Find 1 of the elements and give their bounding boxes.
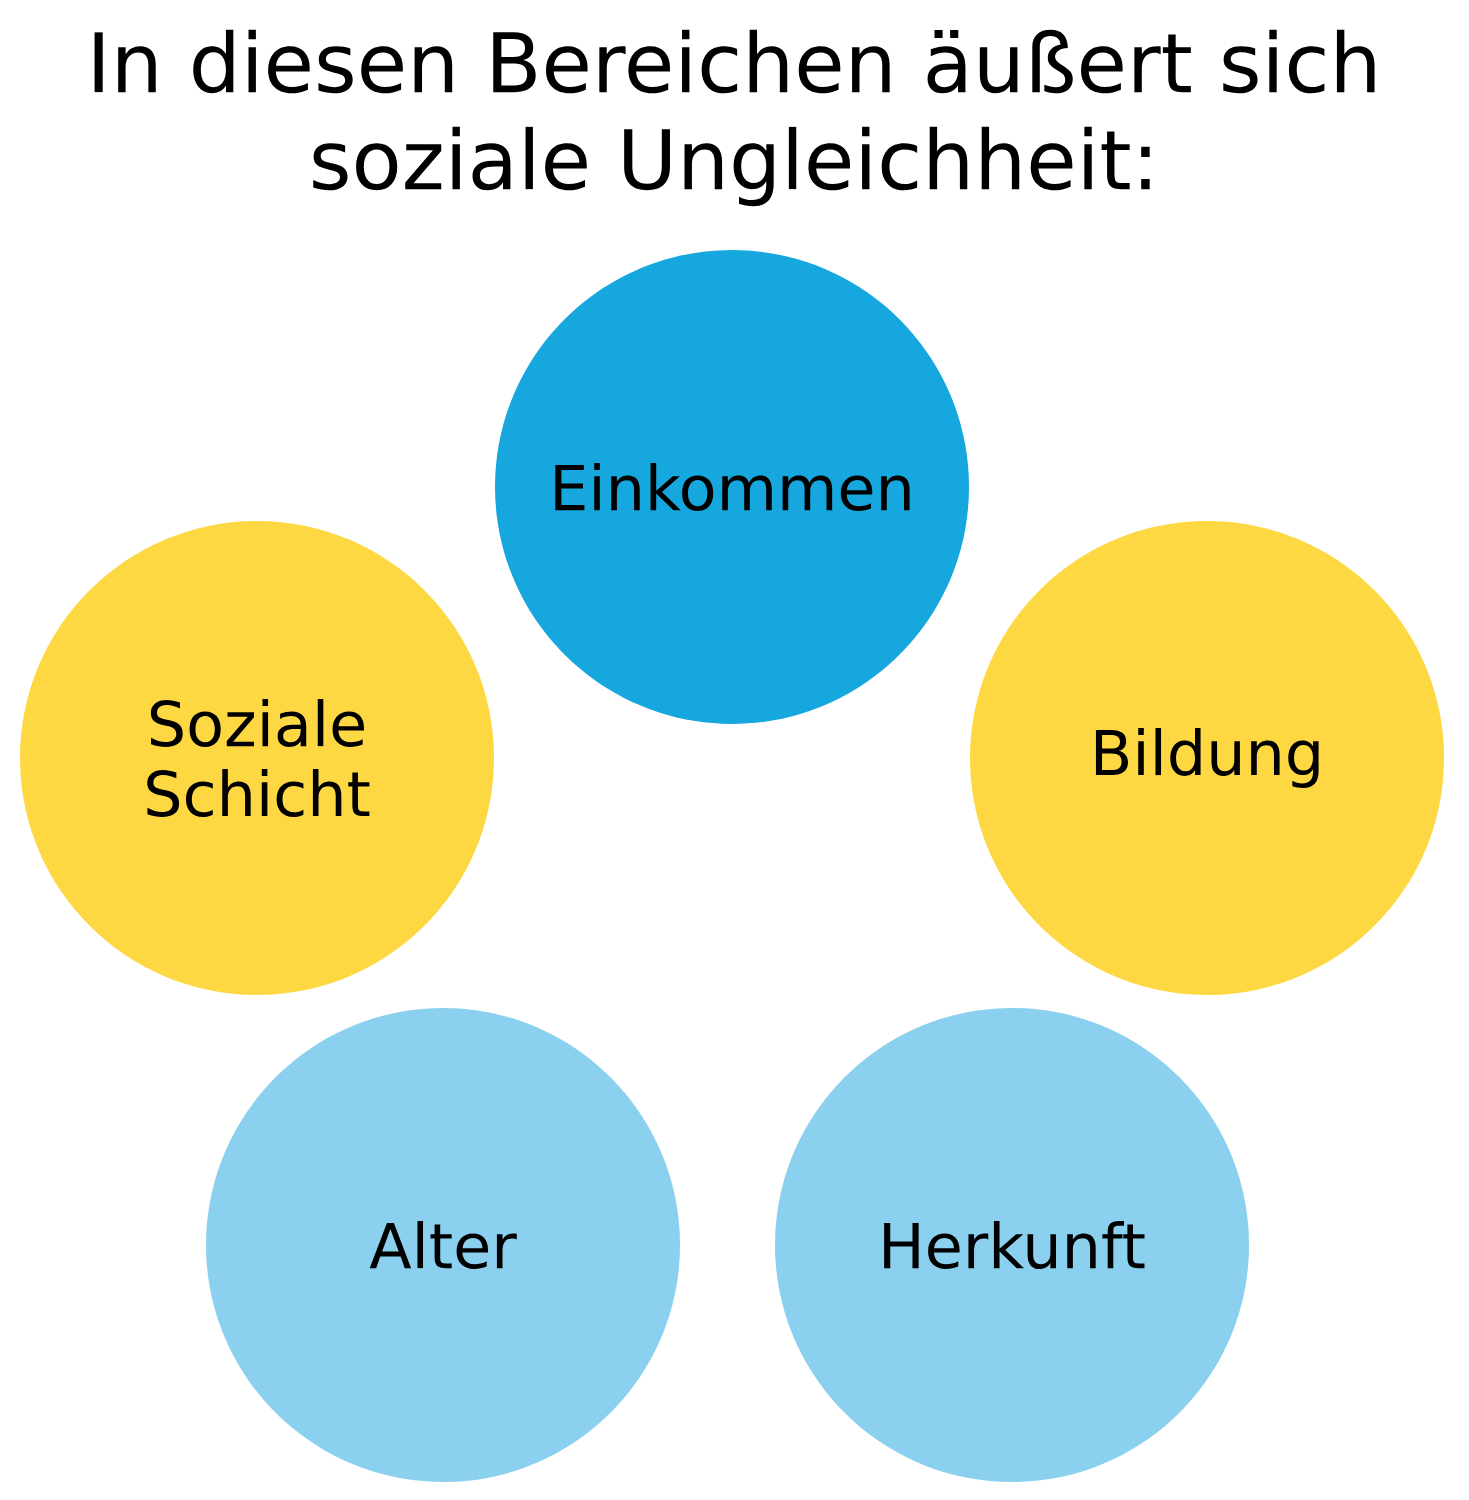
title: In diesen Bereichen äußert sich soziale Ungleichheit: (94, 29, 1375, 207)
